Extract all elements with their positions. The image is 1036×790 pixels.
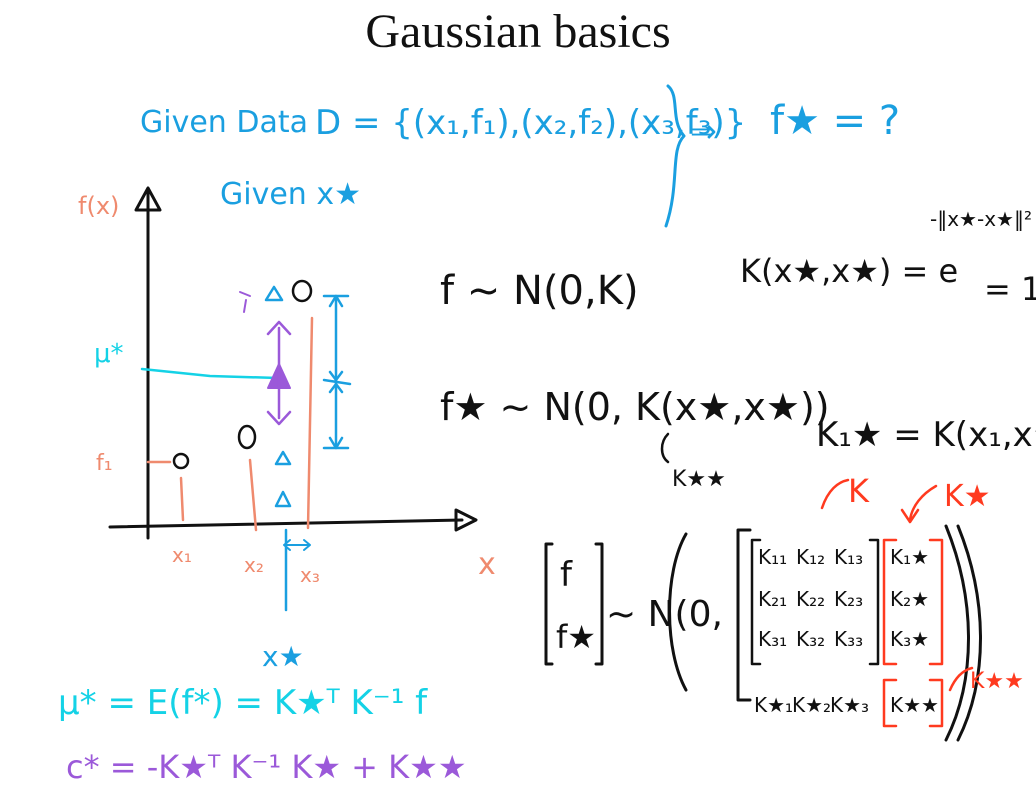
kstar-row-cell: K★₃ <box>830 693 869 717</box>
kstar-col-left-bracket <box>882 538 898 666</box>
kernel-rhs: = 1 <box>984 270 1036 308</box>
kss-pointer <box>660 432 670 464</box>
k-block-right-bracket <box>868 538 880 666</box>
matrix-cell: K₁₁ <box>758 545 787 569</box>
page-title: Gaussian basics <box>365 5 671 58</box>
y-axis-label: f(x) <box>78 192 119 220</box>
prediction-uncertainty <box>266 320 292 426</box>
joint-right-paren <box>944 524 970 742</box>
matrix-cell: K₃₃ <box>834 627 863 651</box>
kss-left-bracket <box>882 678 898 728</box>
x-star-axis-label: x★ <box>262 640 304 673</box>
x2-label: x₂ <box>244 553 264 577</box>
vector-f: f <box>560 555 573 595</box>
kstar-col-cell: K₂★ <box>890 587 929 611</box>
matrix-cell: K₂₃ <box>834 587 863 611</box>
kstar-col-right-bracket <box>928 538 944 666</box>
vector-f-star: f★ <box>556 618 596 656</box>
purple-scribble <box>239 291 251 313</box>
mean-equation: μ* = E(f*) = K★ᵀ K⁻¹ f <box>58 683 428 723</box>
joint-right-paren-outer <box>956 524 982 742</box>
matrix-cell: K₂₂ <box>796 587 825 611</box>
kstar-row-cell: K★₂ <box>792 693 831 717</box>
joint-left-paren <box>668 532 688 692</box>
gap-arrow <box>283 539 311 551</box>
matrix-cell: K₂₁ <box>758 587 787 611</box>
data-point-1 <box>172 452 190 470</box>
star-prior-equation: f★ ~ N(0, K(x★,x★)) <box>440 385 830 429</box>
variance-arrow-top <box>322 294 350 308</box>
kernel-equation: K(x★,x★) = e <box>740 252 958 290</box>
x2-stem <box>248 458 258 532</box>
kstar-label-arrow <box>900 484 938 524</box>
variance-equation: c* = -K★ᵀ K⁻¹ K★ + K★★ <box>66 748 467 786</box>
variance-arrow-bottom <box>322 436 350 450</box>
kernel-exponent: -‖x★-x★‖² <box>930 207 1032 231</box>
joint-normal: ~ N(0, <box>606 594 723 635</box>
x1-stem <box>179 476 185 522</box>
sample-triangle-2 <box>274 450 292 466</box>
given-x-star: Given x★ <box>220 177 361 212</box>
kstar-col-cell: K₃★ <box>890 627 929 651</box>
x1-label: x₁ <box>172 543 192 567</box>
data-brace <box>664 84 686 228</box>
implies-arrow: ⇒ <box>690 112 717 150</box>
sample-triangle-3 <box>274 490 292 508</box>
y-axis-arrow <box>134 186 162 212</box>
matrix-cell: K₁₃ <box>834 545 863 569</box>
k-star-star-label: K★★ <box>672 467 726 492</box>
sample-triangle-1 <box>264 285 284 302</box>
f1-label: f₁ <box>96 451 113 476</box>
x-axis <box>108 518 464 529</box>
mean-line <box>140 367 280 380</box>
kstar-col-label: K★ <box>944 479 991 514</box>
x3-label: x₃ <box>300 563 320 587</box>
k-label-arrow <box>820 478 850 510</box>
given-data-label: Given Data <box>140 105 308 140</box>
x-axis-arrow <box>454 508 478 532</box>
mu-star-label: μ* <box>94 339 124 369</box>
variance-arrow-mid <box>322 370 352 394</box>
k-block-label: K <box>848 472 870 510</box>
k-block-left-bracket <box>750 538 762 666</box>
matrix-left-bracket <box>736 528 752 702</box>
kstar-row-cell: K★₁ <box>754 693 793 717</box>
k1-star-equation: K₁★ = K(x₁,x★) <box>816 415 1036 455</box>
prior-equation: f ~ N(0,K) <box>440 268 639 314</box>
question-f-star: f★ = ? <box>770 98 900 144</box>
kstar-col-cell: K₁★ <box>890 545 929 569</box>
kss-right-bracket <box>928 678 944 728</box>
kss-cell: K★★ <box>890 693 939 717</box>
kss-corner-label: K★★ <box>970 669 1024 694</box>
data-point-2 <box>237 424 257 450</box>
matrix-cell: K₃₂ <box>796 627 825 651</box>
matrix-cell: K₁₂ <box>796 545 825 569</box>
matrix-cell: K₃₁ <box>758 627 787 651</box>
vector-left-bracket <box>544 542 554 666</box>
x3-stem <box>306 316 314 530</box>
data-point-3 <box>291 279 313 303</box>
vector-right-bracket <box>594 542 604 666</box>
kss-label-arrow <box>948 666 974 692</box>
x-axis-label: x <box>478 547 496 582</box>
